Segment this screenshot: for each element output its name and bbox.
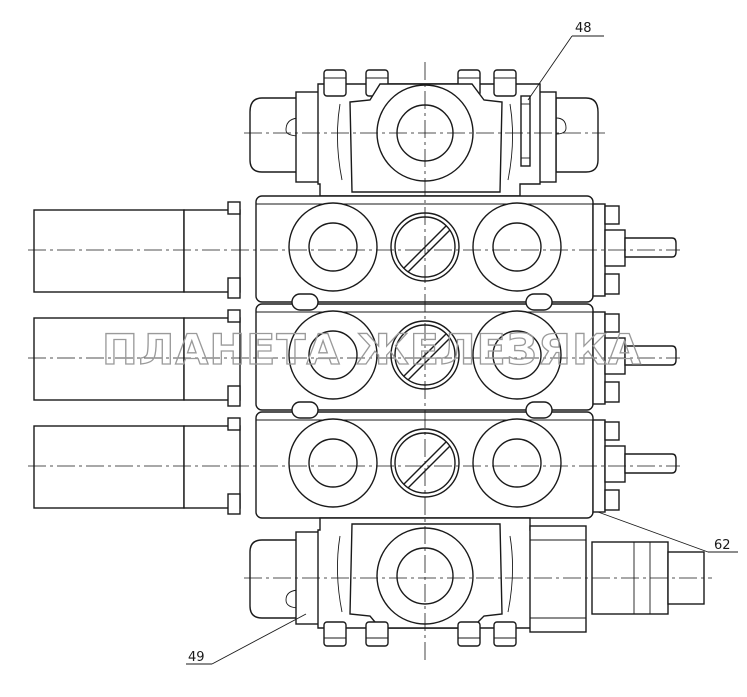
top-bolt-4 [493, 69, 517, 97]
top-right-handle [555, 97, 599, 173]
top-end-cap [244, 69, 605, 197]
bottom-end-cap [244, 517, 712, 647]
callout-48-label: 48 [575, 21, 592, 36]
top-bolt-1 [323, 69, 347, 97]
top-left-handle [249, 97, 301, 173]
valve-section-3 [28, 411, 680, 519]
bottom-bolt-1 [323, 621, 347, 647]
relief-valve-body [529, 525, 587, 633]
valve-section-1 [28, 195, 680, 303]
callout-62-label: 62 [714, 538, 731, 553]
callout-49-label: 49 [188, 650, 205, 665]
valve-section-2 [28, 303, 680, 411]
bottom-bolt-2 [365, 621, 389, 647]
top-seal [520, 95, 531, 167]
bottom-bolt-3 [457, 621, 481, 647]
callout-48: 48 [527, 21, 604, 101]
watermark-text: ПЛАНЕТА ЖЕЛЕЗЯКА [102, 325, 642, 374]
section-slots [291, 293, 553, 419]
callout-49: 49 [186, 613, 307, 665]
bottom-left-handle [249, 539, 301, 619]
bottom-bolt-4 [493, 621, 517, 647]
callout-62: 62 [597, 511, 738, 553]
